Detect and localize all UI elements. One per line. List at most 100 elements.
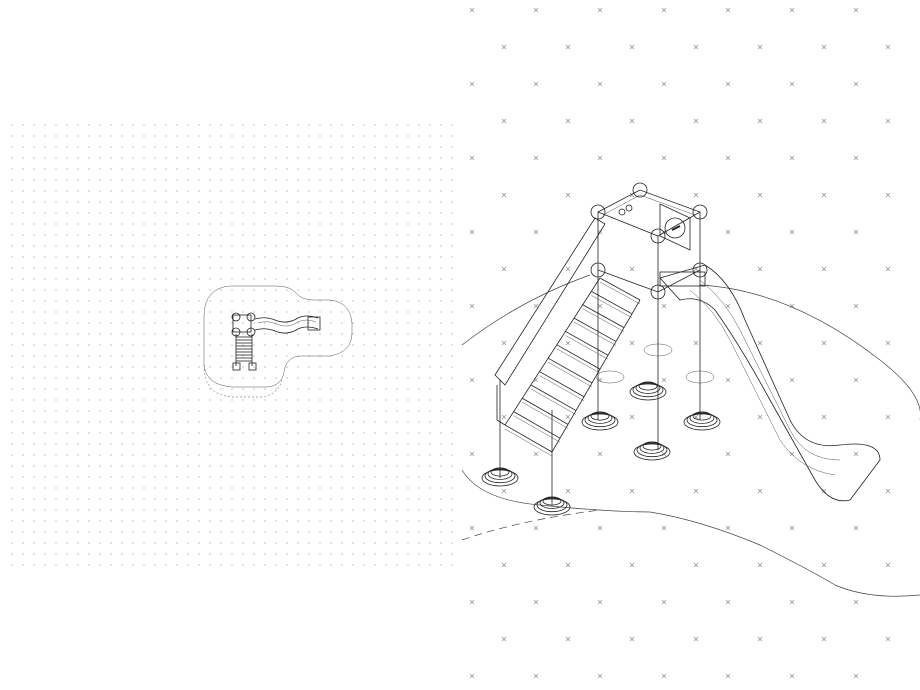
grid-dot <box>11 168 13 170</box>
grid-dot <box>319 531 321 533</box>
grid-dot <box>66 498 68 500</box>
grid-dot <box>297 520 299 522</box>
grid-dot <box>407 410 409 412</box>
grid-dot <box>330 498 332 500</box>
grid-dot <box>55 564 57 566</box>
grid-dot <box>88 531 90 533</box>
grid-dot <box>440 223 442 225</box>
grid-dot <box>11 190 13 192</box>
grid-dot <box>363 399 365 401</box>
grid-dot <box>352 531 354 533</box>
footing-ring <box>590 411 610 421</box>
grid-dot <box>407 465 409 467</box>
grid-dot <box>253 487 255 489</box>
grid-cross <box>533 303 539 309</box>
grid-dot <box>154 289 156 291</box>
grid-dot <box>451 509 453 511</box>
grid-cross <box>789 525 795 531</box>
grid-dot <box>264 432 266 434</box>
grid-dot <box>77 509 79 511</box>
grid-dot <box>242 498 244 500</box>
grid-dot <box>352 179 354 181</box>
grid-dot <box>209 190 211 192</box>
grid-dot <box>198 234 200 236</box>
grid-dot <box>374 289 376 291</box>
grid-dot <box>66 487 68 489</box>
grid-dot <box>176 520 178 522</box>
grid-dot <box>253 223 255 225</box>
grid-dot <box>121 223 123 225</box>
grid-dot <box>132 355 134 357</box>
grid-dot <box>110 377 112 379</box>
grid-dot <box>121 410 123 412</box>
grid-dot <box>121 245 123 247</box>
grid-dot <box>66 256 68 258</box>
plan-view[interactable] <box>203 285 353 398</box>
grid-dot <box>110 520 112 522</box>
grid-cross <box>469 7 475 13</box>
grid-dot <box>374 212 376 214</box>
grid-dot <box>198 124 200 126</box>
grid-dot <box>154 399 156 401</box>
grid-cross <box>757 192 763 198</box>
grid-dot <box>253 146 255 148</box>
grid-dot <box>99 223 101 225</box>
grid-dot <box>308 212 310 214</box>
grid-dot <box>33 179 35 181</box>
grid-dot <box>242 399 244 401</box>
grid-cross <box>501 340 507 346</box>
grid-dot <box>66 311 68 313</box>
grid-cross <box>821 488 827 494</box>
grid-dot <box>121 355 123 357</box>
grid-dot <box>264 399 266 401</box>
grid-dot <box>209 454 211 456</box>
grid-dot <box>330 267 332 269</box>
grid-dot <box>88 399 90 401</box>
grid-dot <box>396 223 398 225</box>
grid-dot <box>33 366 35 368</box>
grid-cross <box>629 118 635 124</box>
grid-dot <box>286 267 288 269</box>
grid-cross <box>821 118 827 124</box>
grid-dot <box>275 476 277 478</box>
grid-dot <box>44 366 46 368</box>
grid-dot <box>198 311 200 313</box>
grid-dot <box>143 212 145 214</box>
grid-dot <box>242 344 244 346</box>
grid-dot <box>66 201 68 203</box>
grid-dot <box>352 564 354 566</box>
grid-dot <box>451 355 453 357</box>
grid-dot <box>297 168 299 170</box>
grid-dot <box>385 553 387 555</box>
grid-cross <box>757 562 763 568</box>
grid-dot <box>88 487 90 489</box>
grid-dot <box>242 509 244 511</box>
grid-dot <box>231 410 233 412</box>
footing-ring <box>587 412 613 424</box>
grid-dot <box>374 135 376 137</box>
grid-dot <box>176 355 178 357</box>
grid-dot <box>66 553 68 555</box>
grid-dot <box>121 476 123 478</box>
grid-dot <box>209 245 211 247</box>
grid-dot <box>88 300 90 302</box>
grid-dot <box>275 366 277 368</box>
grid-dot <box>363 553 365 555</box>
grid-dot <box>352 421 354 423</box>
grid-dot <box>99 245 101 247</box>
grid-dot <box>451 432 453 434</box>
footing-ring <box>632 382 664 398</box>
isometric-view[interactable] <box>461 182 920 597</box>
grid-dot <box>154 476 156 478</box>
grid-dot <box>77 487 79 489</box>
grid-dot <box>264 421 266 423</box>
grid-dot <box>220 344 222 346</box>
footing-ring <box>692 411 712 421</box>
grid-dot <box>319 278 321 280</box>
grid-dot <box>77 135 79 137</box>
grid-dot <box>187 509 189 511</box>
grid-dot <box>308 388 310 390</box>
grid-dot <box>440 388 442 390</box>
grid-dot <box>407 454 409 456</box>
